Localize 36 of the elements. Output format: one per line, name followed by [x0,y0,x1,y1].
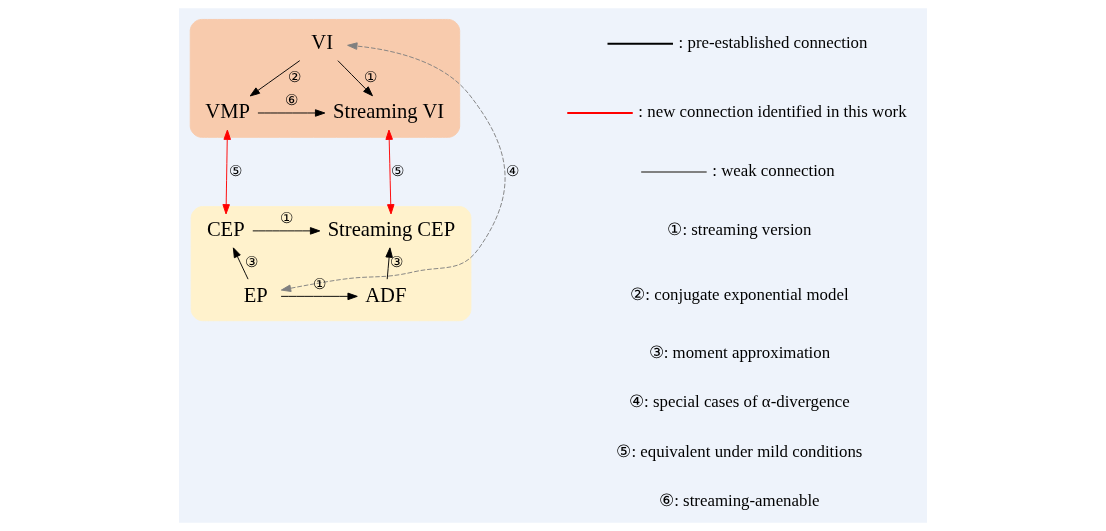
arrow [385,129,395,215]
edge-label: ⑤ [391,162,405,179]
label: ③: moment approximation [648,342,831,362]
arrow [337,60,373,97]
edge-label: ① [312,275,326,292]
legend-label: : weak connection [712,161,835,181]
arrow [280,42,506,292]
label: ②: conjugate exponential model [630,285,849,305]
arrow [280,292,358,301]
edge-label: ⑤ [228,162,242,179]
edge-label: ④ [506,162,520,179]
arrow [249,60,301,97]
arrow [252,227,321,235]
edge-label: ⑥ [284,92,298,109]
node-text: ADF [365,283,407,306]
node-text: VMP [205,100,250,123]
node-text: Streaming CEP [327,218,456,241]
node-text: EP [243,283,268,306]
arrow [257,109,326,117]
label: ④: special cases of α-divergence [629,392,850,412]
node-text: Streaming VI [333,100,445,123]
legend-label: : new connection identified in this work [638,102,907,122]
edge-label: ③ [390,254,404,271]
label: ⑤: equivalent under mild conditions [616,441,863,461]
node-text: CEP [206,218,245,241]
edge-label: ② [287,68,301,85]
edge-label: ① [364,68,378,85]
node-text: VI [311,31,333,54]
arrow [232,247,249,280]
edge-label: ① [279,210,293,227]
arrow [222,129,231,215]
legend-label: : pre-established connection [678,32,868,52]
arrow [385,247,393,280]
label: ⑥: streaming-amenable [659,491,820,511]
label: ①: streaming version [667,220,812,239]
edge-label: ③ [245,254,259,271]
